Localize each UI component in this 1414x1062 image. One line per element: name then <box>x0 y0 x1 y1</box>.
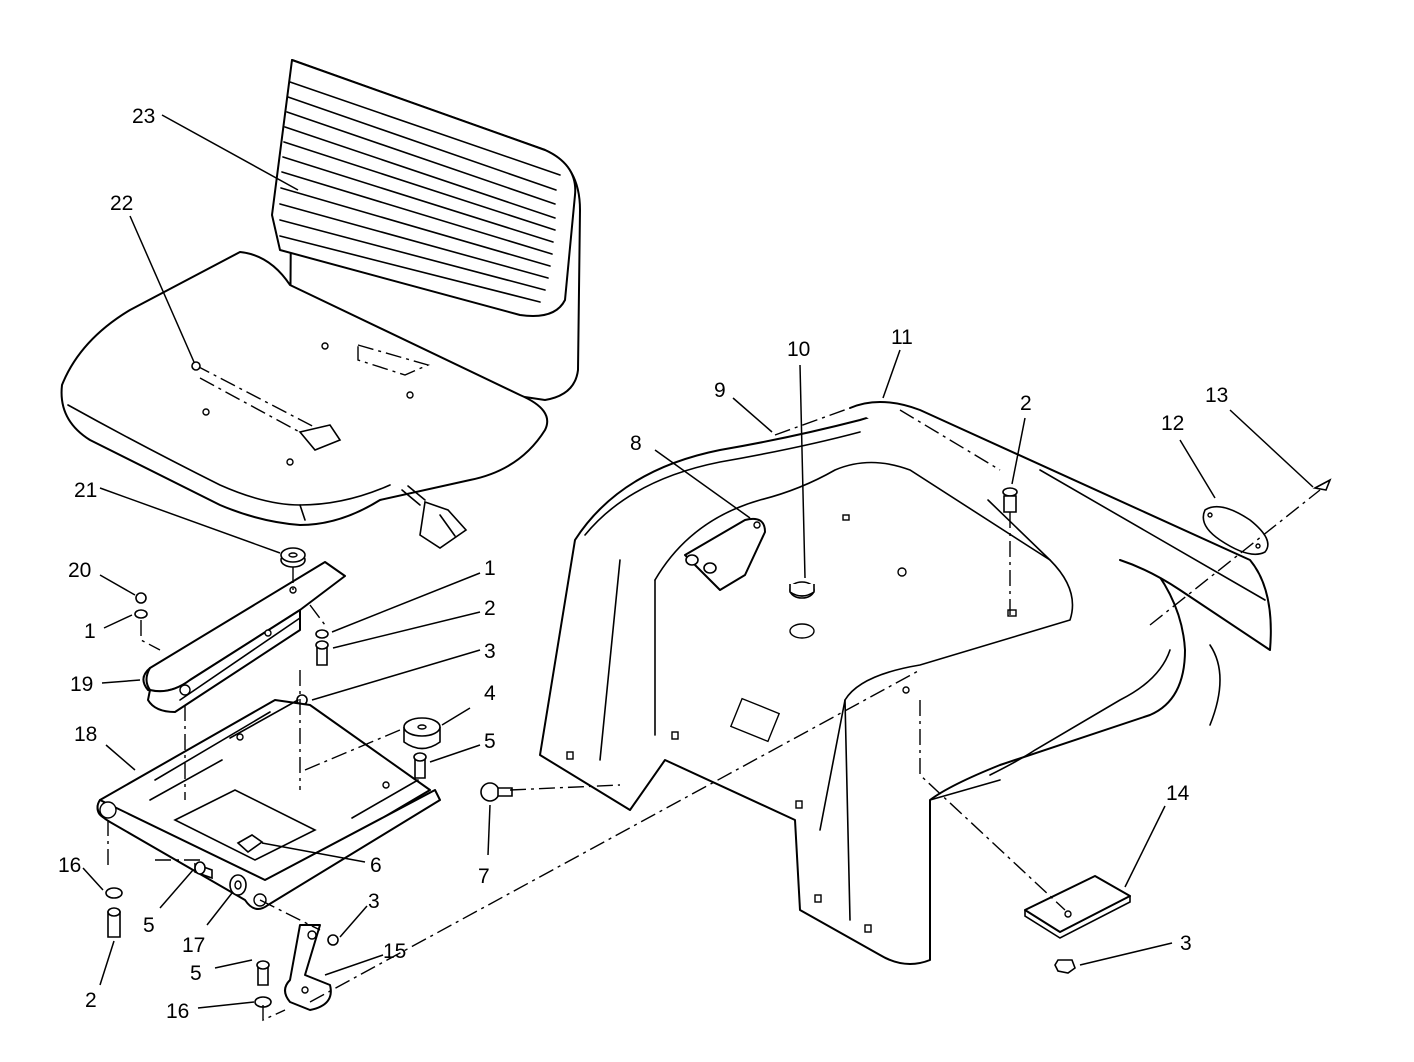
callout-15: 15 <box>383 940 406 963</box>
callout-20: 20 <box>68 559 91 582</box>
callout-12: 12 <box>1161 412 1184 435</box>
callout-2-right: 2 <box>1020 392 1032 415</box>
callout-1-upper: 1 <box>484 557 496 580</box>
callout-10: 10 <box>787 338 810 361</box>
callout-2-lower: 2 <box>85 989 97 1012</box>
callout-5-upper: 5 <box>484 730 496 753</box>
mounting-plate <box>1024 875 1131 974</box>
callout-4: 4 <box>484 682 496 705</box>
callout-14: 14 <box>1166 782 1190 805</box>
callout-3-upper: 3 <box>484 640 496 663</box>
callout-7: 7 <box>478 865 490 888</box>
callout-labels: 23 22 21 20 1 1 2 19 3 18 4 5 6 16 5 17 … <box>58 105 1228 1023</box>
callout-1-lower: 1 <box>84 620 96 643</box>
backrest-ribs <box>279 81 561 303</box>
callout-6: 6 <box>370 854 382 877</box>
bolt-right <box>1002 487 1018 513</box>
fuel-cap-grommet <box>789 581 815 639</box>
callout-13: 13 <box>1205 384 1228 407</box>
callout-16-upper: 16 <box>58 854 81 877</box>
callout-23: 23 <box>132 105 155 128</box>
rubber-bumper <box>403 717 441 750</box>
callout-11: 11 <box>891 326 913 349</box>
seat-hinge-bracket <box>142 561 346 713</box>
fender-brace <box>684 517 766 591</box>
callout-22: 22 <box>110 192 133 215</box>
leader-lines <box>82 114 1314 1009</box>
center-lines <box>107 407 1321 1022</box>
callout-18: 18 <box>74 723 97 746</box>
hardware-left <box>134 592 427 779</box>
callout-21: 21 <box>74 479 97 502</box>
callout-19: 19 <box>70 673 93 696</box>
callout-5-middle: 5 <box>143 914 155 937</box>
knob <box>480 782 513 802</box>
support-bracket <box>284 924 332 1011</box>
seat <box>60 59 581 526</box>
reflector <box>1202 478 1332 556</box>
callout-16-lower: 16 <box>166 1000 189 1023</box>
callout-5-lower: 5 <box>190 962 202 985</box>
seat-mounting-plate <box>96 699 441 910</box>
seat-pan-bumper <box>280 547 306 568</box>
callout-17: 17 <box>182 934 205 957</box>
callout-3-lower: 3 <box>368 890 380 913</box>
callout-8: 8 <box>630 432 642 455</box>
callout-2-upper: 2 <box>484 597 496 620</box>
callout-9: 9 <box>714 379 726 402</box>
seat-switch-harness <box>401 485 468 549</box>
callout-3-right: 3 <box>1180 932 1192 955</box>
rear-fender <box>849 400 1272 726</box>
hardware-plate <box>105 861 339 1008</box>
